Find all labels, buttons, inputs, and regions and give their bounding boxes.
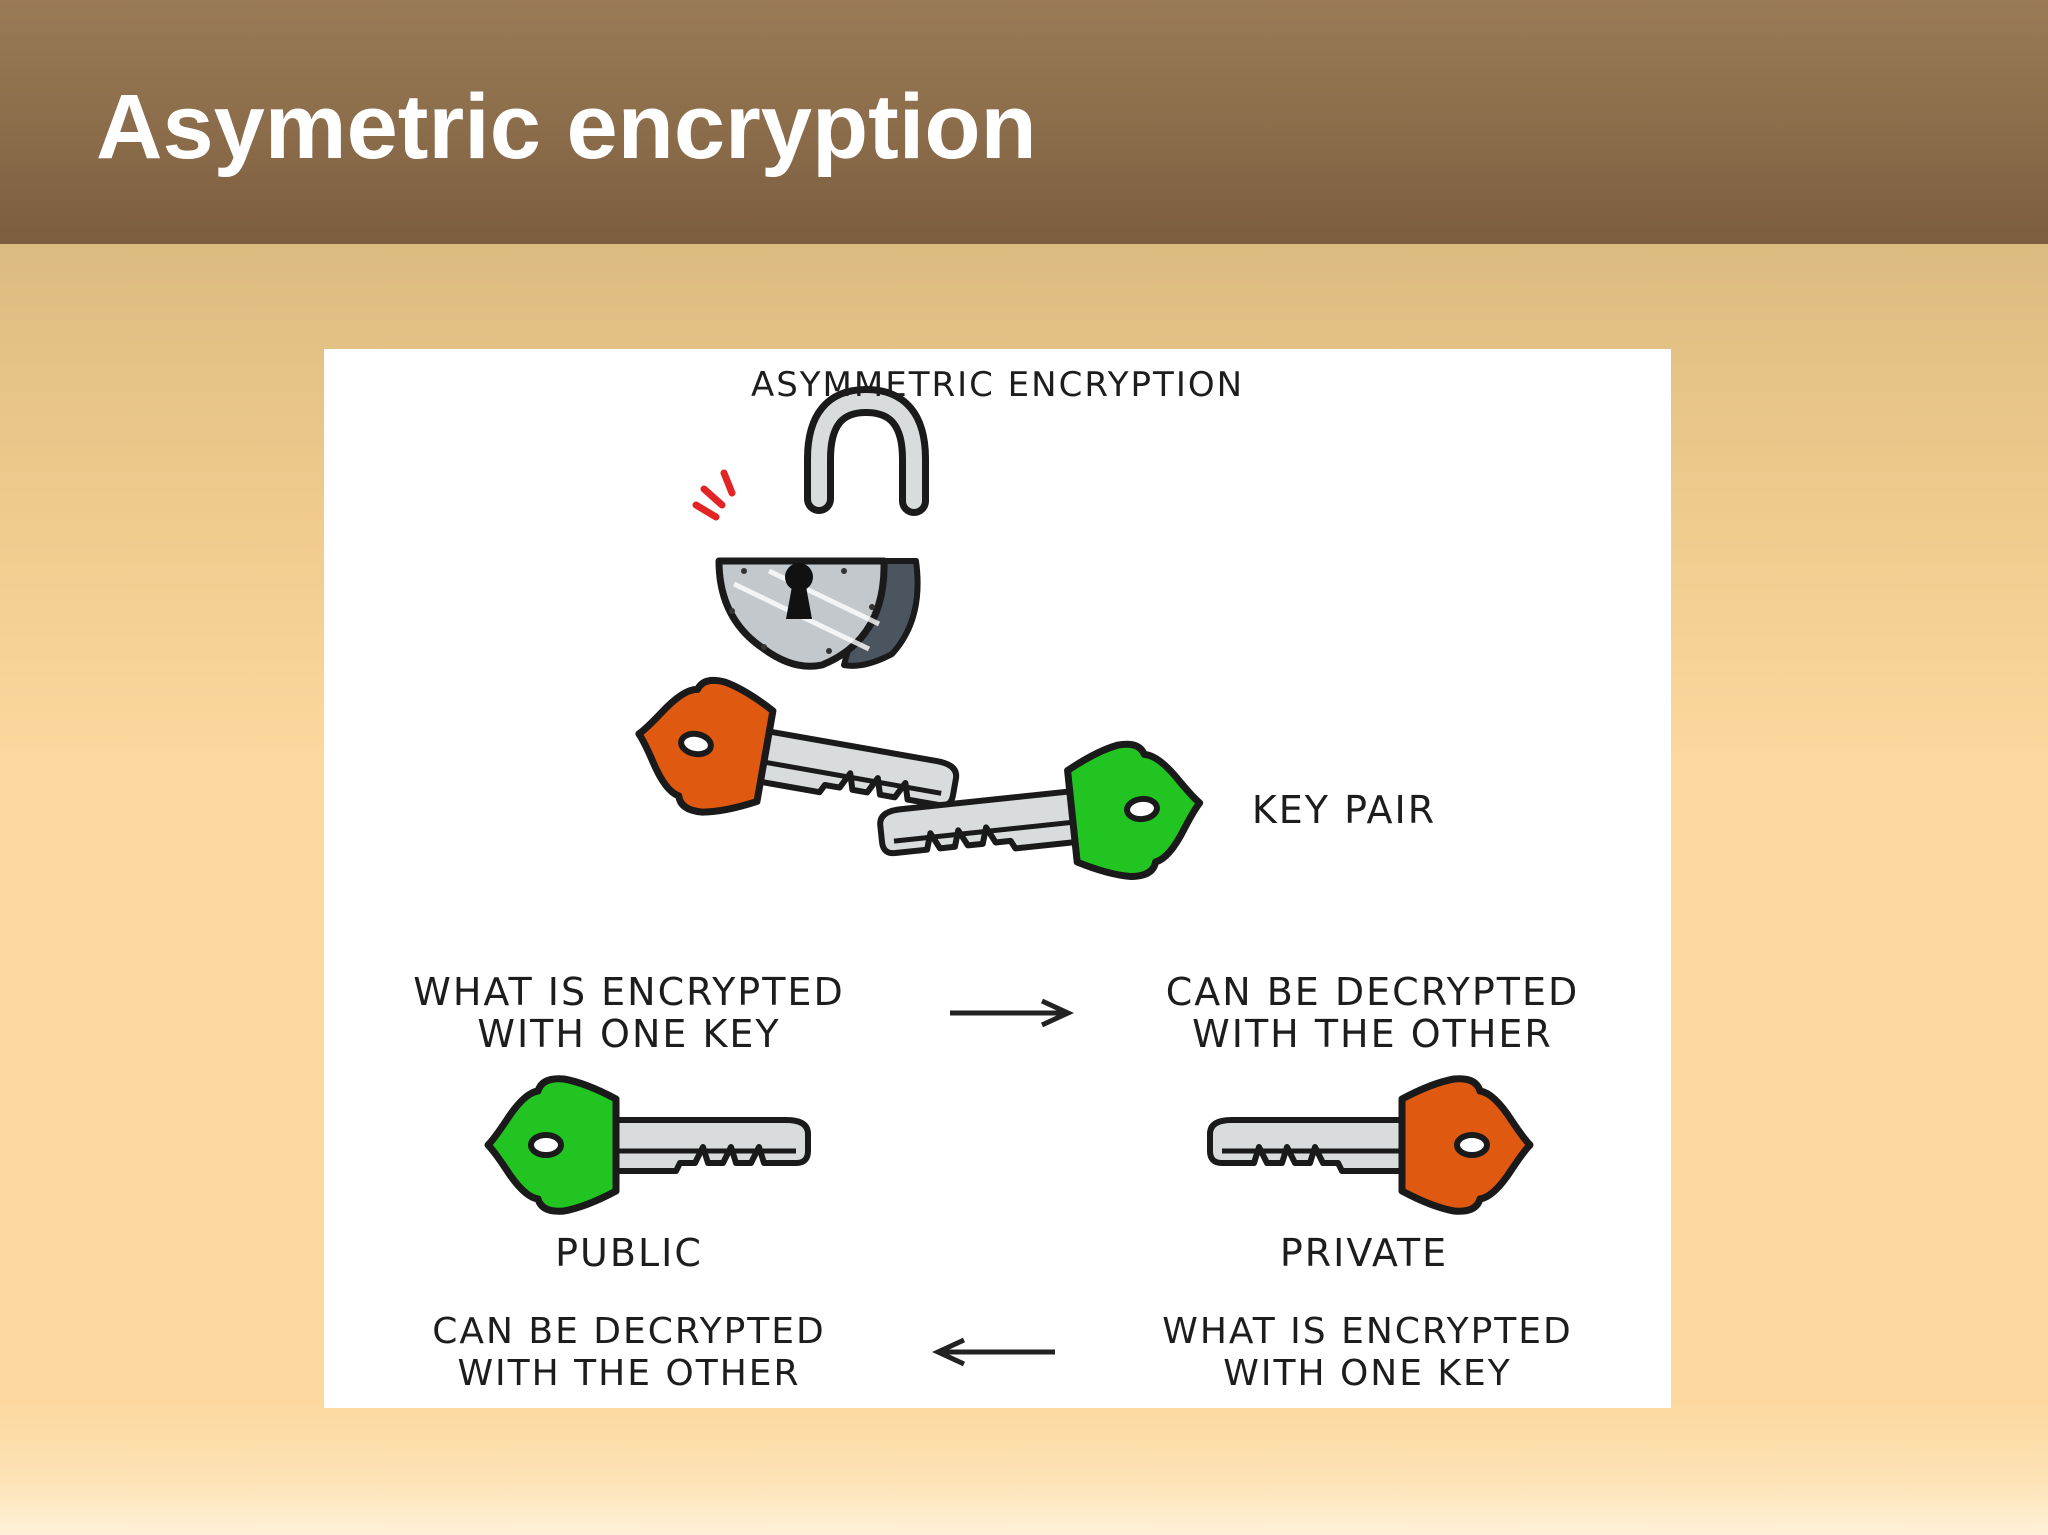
row2-left-line1: CAN BE DECRYPTED xyxy=(432,1311,826,1352)
row2-right-line2: WITH ONE KEY xyxy=(1223,1353,1512,1394)
diagram-artwork xyxy=(324,385,1671,1367)
arrow-left-icon xyxy=(932,1337,1055,1367)
private-key-icon xyxy=(1210,1079,1530,1212)
diagram-image: ASYMMETRIC ENCRYPTION KEY PAIR WHAT IS E… xyxy=(324,349,1671,1408)
open-padlock-icon xyxy=(692,385,929,670)
title-bar: Asymetric encryption xyxy=(0,0,2048,244)
row2-right-line1: WHAT IS ENCRYPTED xyxy=(1162,1311,1573,1352)
row1-right-line1: CAN BE DECRYPTED xyxy=(1165,970,1580,1014)
row1-right-line2: WITH THE OTHER xyxy=(1192,1012,1553,1056)
arrow-right-icon xyxy=(950,998,1074,1028)
public-label: PUBLIC xyxy=(555,1231,703,1275)
public-key-icon xyxy=(488,1079,808,1212)
diagram-heading: ASYMMETRIC ENCRYPTION xyxy=(750,365,1245,405)
row1-left-line1: WHAT IS ENCRYPTED xyxy=(413,970,845,1014)
slide-title: Asymetric encryption xyxy=(96,76,1037,178)
private-label: PRIVATE xyxy=(1279,1231,1449,1275)
row1-left-line2: WITH ONE KEY xyxy=(477,1012,781,1056)
row2-left-line2: WITH THE OTHER xyxy=(457,1353,801,1394)
key-pair-label: KEY PAIR xyxy=(1251,788,1437,832)
